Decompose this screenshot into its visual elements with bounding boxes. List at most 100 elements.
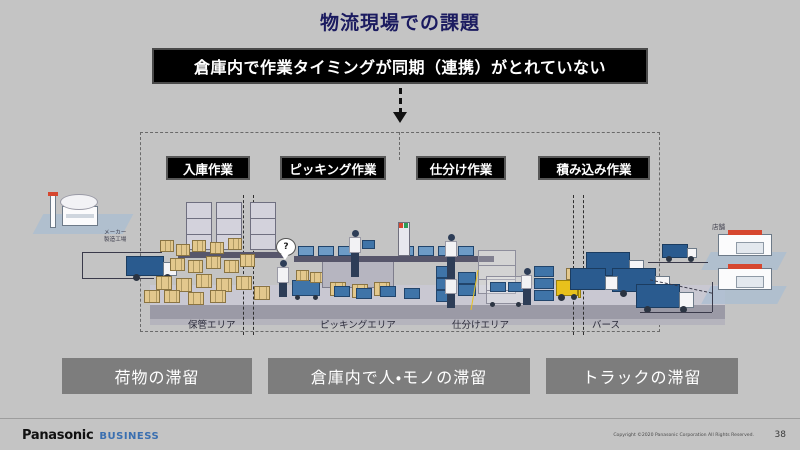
carton-box (236, 276, 252, 290)
brand-name: Panasonic (22, 428, 94, 443)
storage-conveyor (178, 252, 286, 258)
blue-crate (458, 246, 474, 256)
blue-crate-stack (356, 288, 372, 299)
page-title: 物流現場での課題 (319, 12, 480, 34)
worker-held-crate (362, 240, 375, 249)
area-separator-3 (573, 195, 574, 335)
carton-box (160, 240, 174, 252)
factory-smoke-icon (60, 194, 98, 210)
picking-cart-wheel (313, 295, 318, 300)
carton-box (240, 254, 255, 267)
store-roof-2 (728, 264, 762, 269)
panasonic-logo: Panasonic BUSINESS (22, 428, 159, 443)
sorting-worker-body (445, 241, 457, 257)
dock-truck4-body (570, 268, 606, 290)
area-separator-4 (583, 195, 584, 335)
factory-window-strip (66, 214, 94, 218)
carton-box (228, 238, 242, 250)
store1-windows (736, 242, 764, 254)
sorting-stack-right (534, 290, 554, 301)
phase-label-inbound: 入庫作業 (166, 156, 250, 180)
store-roof-1 (728, 230, 762, 235)
area-label-berth: バース (592, 320, 621, 331)
blue-crate-stack (334, 286, 350, 297)
carton-box (210, 242, 224, 254)
warehouse-floor-band (150, 305, 725, 319)
carton-box (164, 290, 180, 303)
dock-truck3-body (636, 284, 680, 308)
outbound-truck-wheel (666, 256, 672, 262)
phase-label-picking: ピッキング作業 (280, 156, 386, 180)
sorting-stack-right (534, 266, 554, 277)
carton-box (206, 256, 221, 269)
flow-line-store-1 (648, 262, 708, 263)
carton-box (144, 290, 160, 303)
dashed-arrow-head-icon (393, 112, 407, 123)
sorting-worker3-body (521, 275, 532, 289)
carton-box (176, 244, 190, 256)
sorting-crate-stack (458, 284, 476, 296)
footer-divider (0, 418, 800, 419)
picker-worker-body (277, 267, 289, 283)
dock-truck4-cab (605, 276, 618, 290)
picking-conveyor (294, 256, 494, 262)
picker-worker-legs (279, 283, 287, 297)
destination-label: 店舗 (712, 223, 725, 231)
dock-truck3-wheel (680, 306, 687, 313)
copyright-text: Copyright ©2020 Panasonic Corporation Al… (613, 433, 754, 438)
carton-box (188, 260, 203, 273)
blue-crate (418, 246, 434, 256)
signal-tower-red-lamp (399, 223, 403, 228)
dashed-connector-line (399, 132, 400, 160)
inbound-truck-wheel-rear (133, 274, 140, 281)
carton-box (224, 260, 239, 273)
forklift-wheel (571, 294, 577, 300)
process-dashed-container (140, 132, 660, 332)
sorting-worker-legs (447, 257, 455, 279)
headline-banner: 倉庫内で作業タイミングが同期（連携）がとれていない (152, 48, 648, 84)
blue-crate-stack (404, 288, 420, 299)
issue-box-trucks: トラックの滞留 (546, 358, 738, 394)
sorting-worker2-head (448, 272, 455, 279)
sorting-worker-head (448, 234, 455, 241)
sorting-crate-stack (458, 272, 476, 284)
outbound-truck-wheel (688, 256, 694, 262)
issue-box-cargo: 荷物の滞留 (62, 358, 252, 394)
warehouse-floor-lower (150, 319, 725, 325)
carton-box (296, 270, 309, 281)
carton-box (196, 274, 212, 288)
flow-line-dock-out-v (712, 282, 713, 312)
picker-worker-head (280, 260, 287, 267)
cage-wheel (490, 302, 495, 307)
area-label-picking: ピッキングエリア (320, 320, 396, 331)
cage-wheel (516, 302, 521, 307)
flow-line-origin-c (82, 278, 154, 279)
sorting-stack-right (534, 278, 554, 289)
picking-cart-wheel (295, 295, 300, 300)
inbound-truck-body (126, 256, 164, 276)
carton-box (192, 240, 206, 252)
phase-label-sorting: 仕分け作業 (416, 156, 506, 180)
page-number: 38 (774, 430, 786, 440)
cage-crate (490, 282, 506, 292)
warehouse-illustration: メーカー 製造工場 (0, 190, 800, 340)
dashed-arrow-stem (399, 88, 402, 114)
origin-label: メーカー 製造工場 (104, 230, 127, 243)
blue-crate (318, 246, 334, 256)
store2-windows (736, 276, 764, 288)
blue-crate (298, 246, 314, 256)
sorting-worker3-head (524, 268, 531, 275)
sorting-worker3-legs (523, 289, 531, 305)
phase-label-loading: 積み込み作業 (538, 156, 650, 180)
dock-truck2-wheel (620, 290, 627, 297)
factory-chimney-top (48, 192, 58, 196)
forklift-wheel (558, 294, 565, 301)
flow-line-origin-a (82, 252, 162, 253)
area-label-sorting: 仕分けエリア (452, 320, 510, 331)
signal-tower-green-lamp (404, 223, 408, 228)
flow-line-dock-out (640, 312, 712, 313)
carton-box (156, 276, 172, 290)
conveyor-worker-legs (351, 253, 359, 277)
blue-crate-stack (380, 286, 396, 297)
